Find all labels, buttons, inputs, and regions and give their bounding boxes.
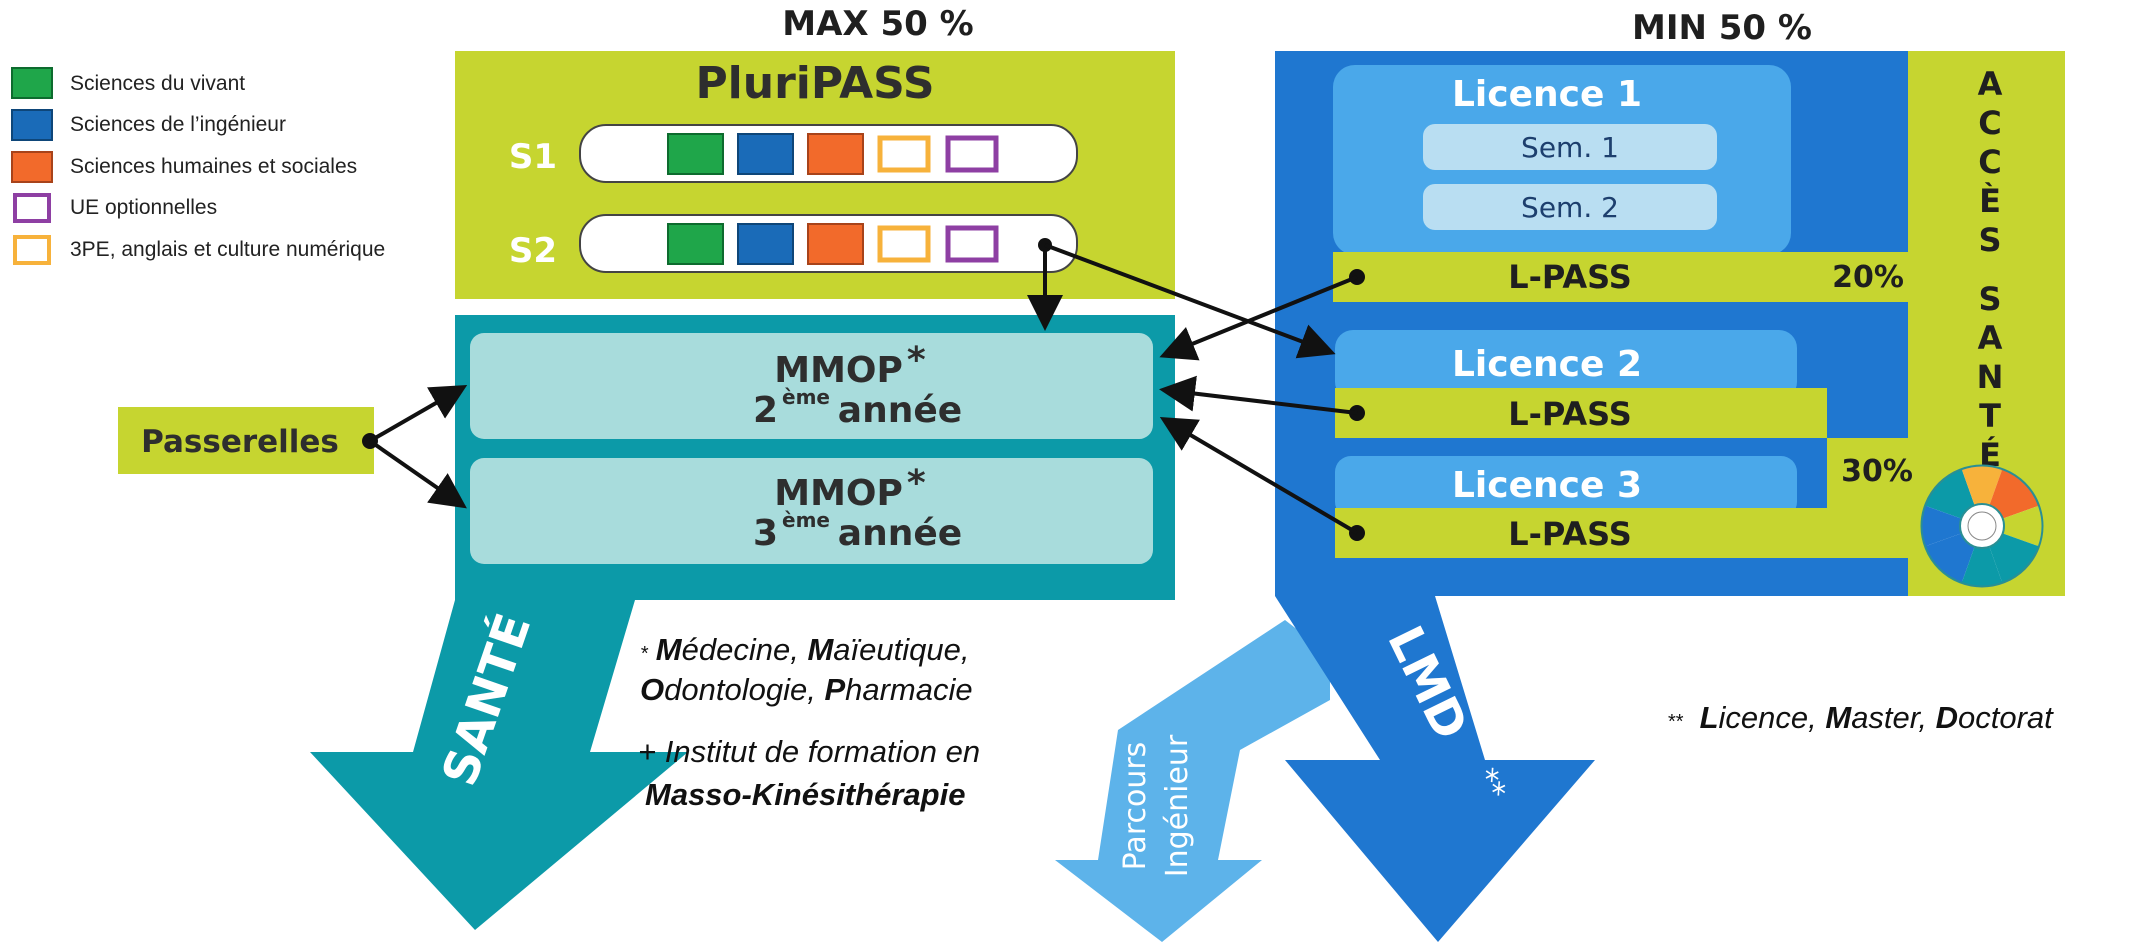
acces-sante-wheel-icon	[1920, 464, 2044, 588]
arrow-s2-to-licence2	[1044, 243, 1336, 359]
mmop-2-annee: année	[838, 390, 962, 431]
legend-swatch-green	[11, 67, 53, 99]
s2-ue-humaines	[807, 223, 864, 265]
footnote-line-1: *Médecine, Maïeutique,	[640, 632, 969, 667]
footnote-lmd: **Licence, Master, Doctorat	[1668, 700, 2054, 735]
licence-3-title: Licence 3	[1452, 465, 1642, 506]
legend-item-ue-optionnelles: UE optionnelles	[13, 193, 217, 223]
mmop-3-ordinal: 3	[753, 513, 778, 554]
legend-item-sciences-vivant: Sciences du vivant	[11, 67, 245, 99]
s2-ue-optionnelles	[945, 225, 999, 263]
header-min: MIN 50 %	[1632, 8, 1812, 48]
legend-label: Sciences du vivant	[70, 72, 245, 95]
legend-item-3pe: 3PE, anglais et culture numérique	[13, 235, 385, 265]
sem-2-label: Sem. 2	[1521, 191, 1619, 224]
mmop-3-name: MMOP*	[774, 463, 926, 514]
legend-label: Sciences de l’ingénieur	[70, 113, 286, 136]
parcours-ingenieur-arrow	[1055, 620, 1330, 942]
legend-item-sciences-ingenieur: Sciences de l’ingénieur	[11, 109, 286, 141]
mmop-2-box	[470, 333, 1153, 439]
arrow-l2-to-mmop2	[1159, 375, 1358, 415]
licence-3-box	[1335, 456, 1797, 518]
legend-swatch-yellow-outline	[13, 235, 51, 265]
footnote-line-4: Masso-Kinésithérapie	[645, 777, 965, 812]
mmop-3-ordinal-sup: ème	[782, 508, 830, 532]
passerelles-box	[118, 407, 374, 474]
s1-label: S1	[509, 137, 557, 177]
legend-swatch-blue	[11, 109, 53, 141]
footnote-line-3: + Institut de formation en	[638, 734, 980, 769]
l2-lpass-label: L-PASS	[1508, 395, 1632, 433]
l3-lpass-label: L-PASS	[1508, 515, 1632, 553]
footnote-line-2: Odontologie, Pharmacie	[640, 672, 973, 707]
mmop-2-name: MMOP*	[774, 340, 926, 391]
sem-1-box	[1423, 124, 1717, 170]
licence-2-box	[1335, 330, 1797, 400]
connectors	[362, 238, 1365, 541]
legend: Sciences du vivant Sciences de l’ingénie…	[11, 67, 385, 265]
legend-label: 3PE, anglais et culture numérique	[70, 238, 385, 261]
s2-ue-3pe	[877, 225, 931, 263]
lmd-block: Licence 1 Sem. 1 Sem. 2 L-PASS 20% Licen…	[1055, 51, 2065, 942]
mmop-3-box	[470, 458, 1153, 564]
arrow-passerelles-to-mmop3	[368, 439, 467, 509]
l1-pct: 20%	[1832, 260, 1904, 295]
footnote-lmd-line: **Licence, Master, Doctorat	[1668, 700, 2054, 735]
mmop-3-annee: année	[838, 513, 962, 554]
legend-swatch-orange	[11, 151, 53, 183]
s1-ue-3pe	[877, 135, 931, 173]
legend-swatch-purple-outline	[13, 193, 51, 223]
pluripass-block: PluriPASS S1 S2	[455, 51, 1175, 299]
s2-label: S2	[509, 231, 557, 271]
footnote-mmop: *Médecine, Maïeutique, Odontologie, Phar…	[638, 632, 980, 812]
s1-ue-optionnelles	[945, 135, 999, 173]
mmop-block: MMOP* 2 ème année MMOP* 3 ème année SANT…	[310, 315, 1175, 930]
l2-lpass-bar	[1335, 388, 1827, 438]
s1-ue-humaines	[807, 133, 864, 175]
licence-1-title: Licence 1	[1452, 74, 1642, 115]
parcours-label-line1: Parcours	[1118, 742, 1153, 871]
passerelles-label: Passerelles	[141, 424, 339, 460]
arrow-l1-to-mmop2	[1159, 275, 1358, 361]
l1-lpass-bar	[1333, 252, 1908, 302]
pluripass-title: PluriPASS	[695, 58, 934, 109]
sem-1-label: Sem. 1	[1521, 131, 1619, 164]
l1-lpass-label: L-PASS	[1508, 258, 1632, 296]
arrow-passerelles-to-mmop2	[369, 385, 468, 443]
s2-ue-ingenieur	[737, 223, 794, 265]
mmop-2-ordinal: 2	[753, 390, 778, 431]
mmop-2-ordinal-sup: ème	[782, 385, 830, 409]
l3-lpass-bar	[1335, 508, 1900, 558]
licence-2-title: Licence 2	[1452, 344, 1642, 385]
s1-ue-ingenieur	[737, 133, 794, 175]
s2-ue-vivant	[667, 223, 724, 265]
arrow-l3-to-mmop2	[1159, 416, 1359, 535]
parcours-label-line2: Ingénieur	[1160, 734, 1195, 877]
l3-pct: 30%	[1841, 454, 1913, 489]
legend-item-sciences-humaines: Sciences humaines et sociales	[11, 151, 357, 183]
sem-2-box	[1423, 184, 1717, 230]
s1-ue-vivant	[667, 133, 724, 175]
legend-label: UE optionnelles	[70, 196, 217, 219]
header-max: MAX 50 %	[782, 4, 973, 44]
legend-label: Sciences humaines et sociales	[70, 155, 357, 178]
